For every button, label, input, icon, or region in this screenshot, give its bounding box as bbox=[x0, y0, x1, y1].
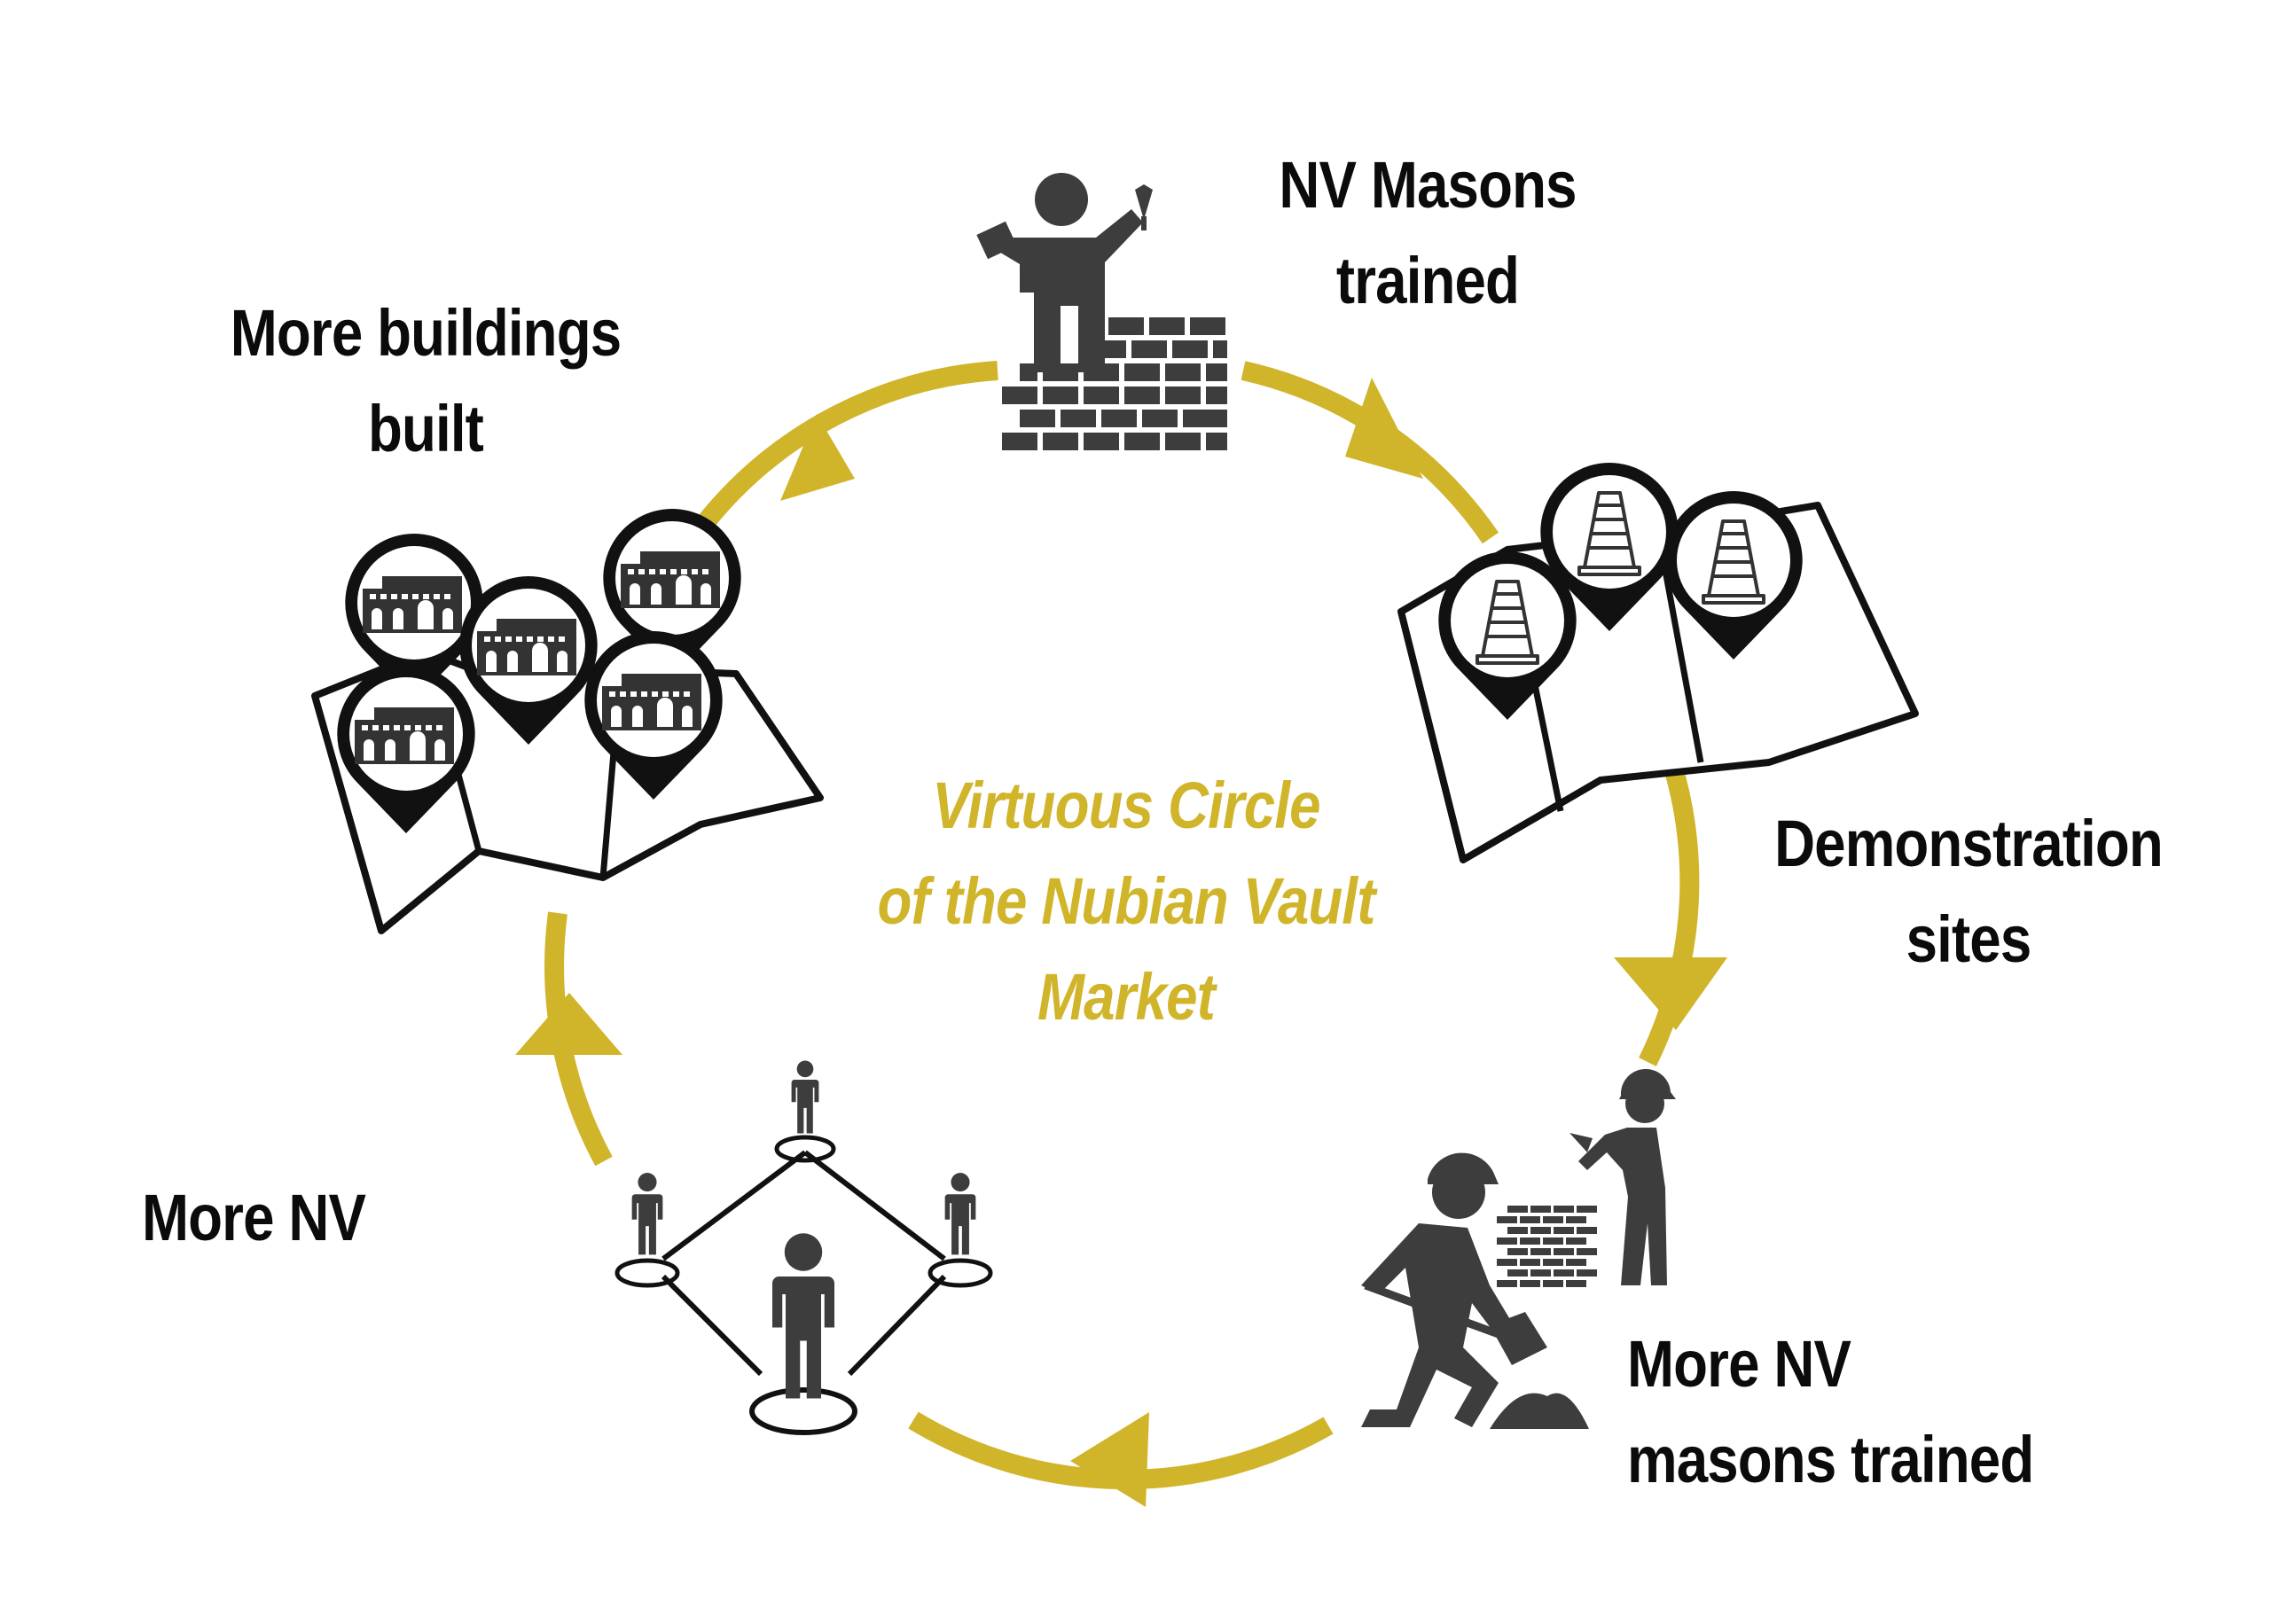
step-label-more-masons-trained: More NV masons trained bbox=[1627, 1316, 2039, 1508]
step-label-more-buildings-built: More buildings built bbox=[223, 285, 628, 477]
step-label-line1: More NV bbox=[142, 1181, 366, 1254]
step-label-line1: NV Masons bbox=[1279, 148, 1577, 222]
center-title-line1: Virtuous Circle bbox=[932, 769, 1320, 842]
people-network-icon bbox=[614, 1060, 993, 1435]
step-label-line2: built bbox=[367, 392, 484, 465]
center-title-line2: of the Nubian Vault bbox=[877, 864, 1375, 938]
step-label-line1: Demonstration bbox=[1774, 807, 2164, 880]
arrowhead-5 bbox=[780, 414, 855, 501]
map-cone-pins-icon bbox=[1397, 463, 1919, 863]
map-building-pins-icon bbox=[311, 509, 824, 934]
step-label-line2: masons trained bbox=[1627, 1423, 2034, 1496]
step-label-demonstration-sites: Demonstration sites bbox=[1770, 796, 2166, 988]
arrowhead-1 bbox=[1345, 378, 1423, 479]
step-label-line1: More buildings bbox=[230, 296, 622, 370]
center-title-line3: Market bbox=[1037, 960, 1216, 1034]
step-label-masons-trained: NV Masons trained bbox=[1256, 137, 1600, 329]
arrowhead-3 bbox=[1070, 1412, 1149, 1507]
arc-buildings-to-masons bbox=[697, 361, 998, 529]
arrowhead-2 bbox=[1614, 957, 1727, 1030]
center-title: Virtuous Circle of the Nubian Vault Mark… bbox=[821, 758, 1431, 1045]
mason-bricklayer-icon bbox=[976, 173, 1227, 450]
step-label-line2: trained bbox=[1335, 244, 1520, 317]
step-label-line1: More NV bbox=[1627, 1327, 1851, 1401]
arrowhead-4 bbox=[515, 993, 622, 1055]
workers-construction-icon bbox=[1361, 1068, 1676, 1429]
cycle-arrowheads bbox=[515, 378, 1727, 1507]
step-label-line2: sites bbox=[1906, 902, 2032, 976]
step-label-more-nv: More NV bbox=[142, 1170, 386, 1266]
